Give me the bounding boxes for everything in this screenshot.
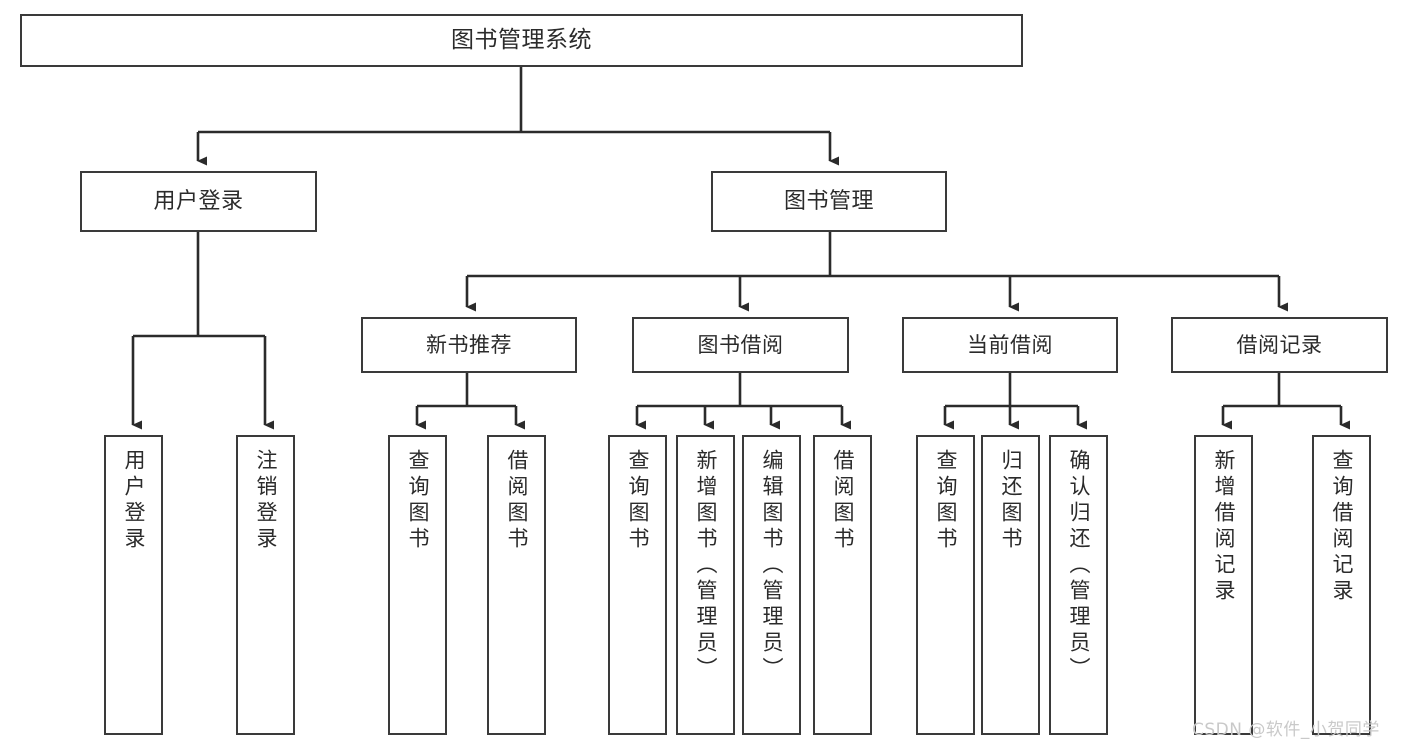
node-label: 新增图书（管理员） <box>694 449 718 683</box>
node-leaf-borrow-book[interactable]: 借阅图书 <box>813 435 872 735</box>
node-label: 编辑图书（管理员） <box>760 449 784 683</box>
node-level1-book-management[interactable]: 图书管理 <box>711 171 947 232</box>
node-label: 确认归还（管理员） <box>1067 449 1091 683</box>
node-label: 新增借阅记录 <box>1212 449 1236 605</box>
node-root-图书管理系统[interactable]: 图书管理系统 <box>20 14 1023 67</box>
node-leaf-add-borrow-record[interactable]: 新增借阅记录 <box>1194 435 1253 735</box>
node-leaf-edit-book-admin[interactable]: 编辑图书（管理员） <box>742 435 801 735</box>
node-label: 新书推荐 <box>426 332 512 357</box>
node-leaf-query-book-borrow[interactable]: 查询图书 <box>608 435 667 735</box>
node-leaf-return-book[interactable]: 归还图书 <box>981 435 1040 735</box>
node-leaf-add-book-admin[interactable]: 新增图书（管理员） <box>676 435 735 735</box>
node-label: 图书管理系统 <box>451 27 592 54</box>
node-level2-book-borrow[interactable]: 图书借阅 <box>632 317 849 373</box>
node-label: 注销登录 <box>254 449 278 553</box>
node-label: 图书管理 <box>783 188 874 214</box>
node-label: 借阅记录 <box>1236 332 1323 357</box>
node-label: 查询图书 <box>626 449 650 553</box>
node-level2-current-borrow[interactable]: 当前借阅 <box>902 317 1118 373</box>
node-leaf-borrow-book-recommend[interactable]: 借阅图书 <box>487 435 546 735</box>
node-leaf-query-book-recommend[interactable]: 查询图书 <box>388 435 447 735</box>
node-leaf-query-book-current[interactable]: 查询图书 <box>916 435 975 735</box>
node-label: 图书借阅 <box>697 332 784 357</box>
node-label: 查询图书 <box>406 449 430 553</box>
node-label: 查询借阅记录 <box>1330 449 1354 605</box>
node-label: 用户登录 <box>153 188 244 214</box>
node-level1-user-login[interactable]: 用户登录 <box>80 171 317 232</box>
node-leaf-user-login[interactable]: 用户登录 <box>104 435 163 735</box>
csdn-watermark: CSDN @软件_小贺同学 <box>1192 720 1380 740</box>
node-leaf-logout[interactable]: 注销登录 <box>236 435 295 735</box>
node-leaf-query-borrow-record[interactable]: 查询借阅记录 <box>1312 435 1371 735</box>
node-level2-new-book-recommend[interactable]: 新书推荐 <box>361 317 577 373</box>
node-label: 借阅图书 <box>505 449 529 553</box>
node-label: 当前借阅 <box>967 332 1053 357</box>
node-leaf-confirm-return-admin[interactable]: 确认归还（管理员） <box>1049 435 1108 735</box>
node-label: 归还图书 <box>999 449 1023 553</box>
node-level2-borrow-record[interactable]: 借阅记录 <box>1171 317 1388 373</box>
node-label: 查询图书 <box>934 449 958 553</box>
node-label: 用户登录 <box>122 449 146 553</box>
node-label: 借阅图书 <box>831 449 855 553</box>
